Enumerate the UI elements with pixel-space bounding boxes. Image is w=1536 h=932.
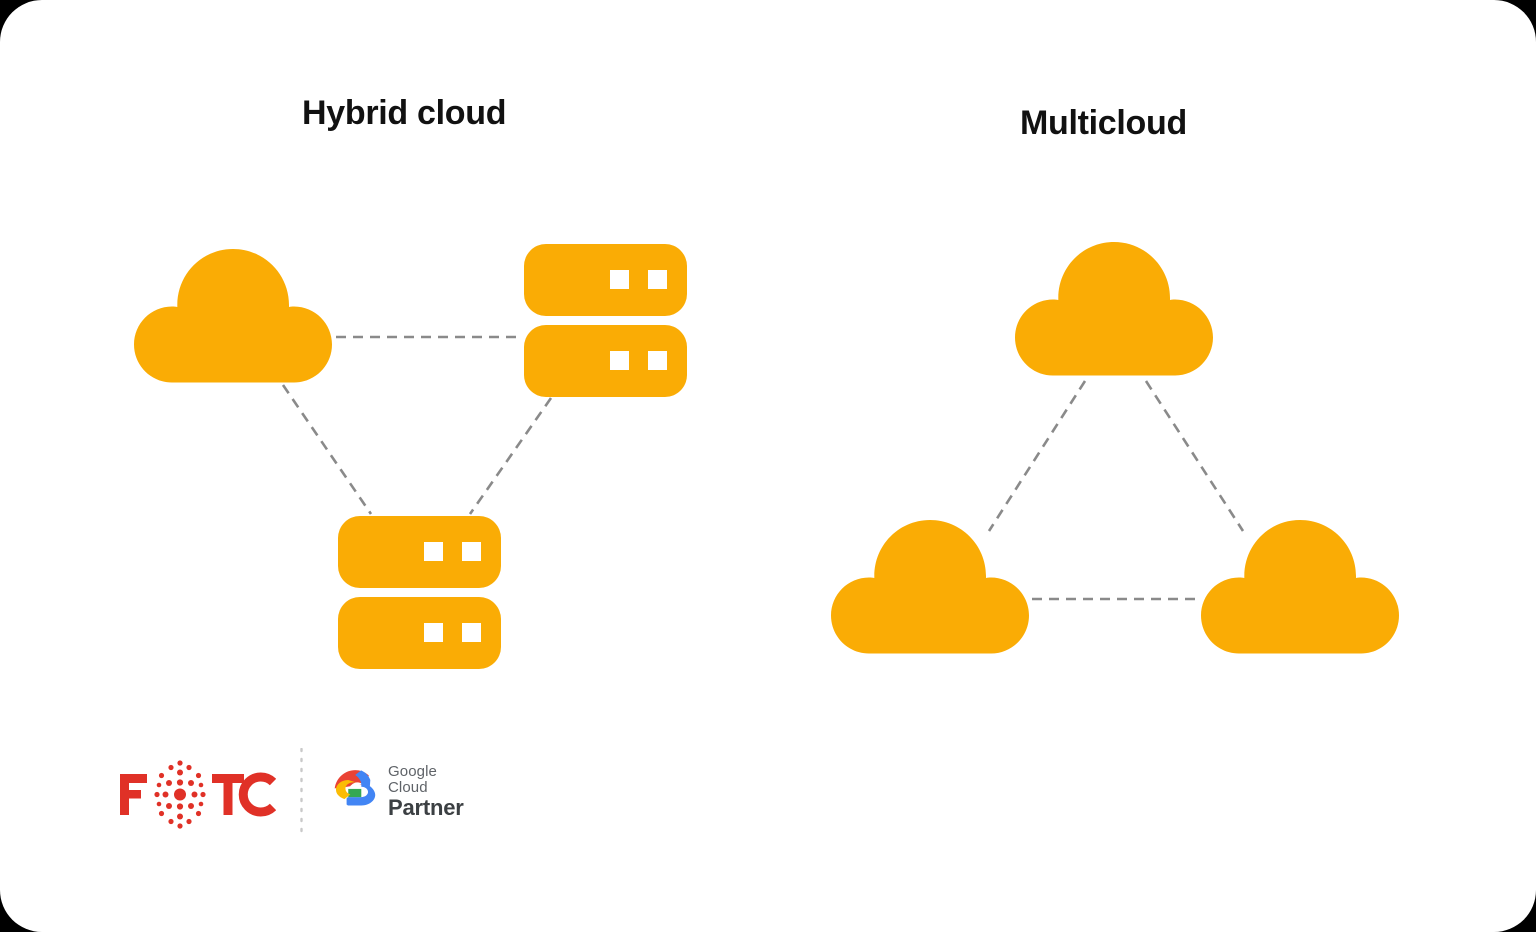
server-led-indicator: [424, 623, 443, 642]
server-icon-hybrid-top-1: [524, 244, 687, 316]
server-icon-hybrid-bottom-2: [338, 597, 501, 669]
panel-title-hybrid-cloud: Hybrid cloud: [302, 94, 507, 132]
connector-server-top-to-server-bottom: [468, 397, 553, 515]
google-cloud-icon: [334, 770, 376, 812]
partner-label: Partner: [388, 794, 464, 820]
server-led-indicator: [462, 623, 481, 642]
logo-divider: [300, 748, 303, 838]
cloud-icon-hybrid-private: [133, 247, 333, 387]
panel-title-multicloud: Multicloud: [1020, 104, 1187, 142]
connector-cloud-top-to-cloud-bottom-right: [1144, 380, 1245, 532]
google-cloud-label: Google Cloud: [388, 763, 437, 796]
server-led-indicator: [610, 351, 629, 370]
connector-cloud-top-to-cloud-bottom-left: [987, 380, 1087, 532]
server-led-indicator: [424, 542, 443, 561]
fotc-logo: [118, 754, 276, 832]
server-led-indicator: [648, 270, 667, 289]
server-led-indicator: [462, 542, 481, 561]
cloud-icon-multicloud-top: [1014, 240, 1214, 380]
server-icon-hybrid-bottom-1: [338, 516, 501, 588]
google-cloud-partner-text: Google Cloud Partner: [388, 764, 464, 819]
cloud-icon-multicloud-bottom-right: [1200, 518, 1400, 658]
server-icon-hybrid-top-2: [524, 325, 687, 397]
connector-cloud-to-server-bottom: [281, 384, 373, 515]
server-led-indicator: [610, 270, 629, 289]
server-led-indicator: [648, 351, 667, 370]
cloud-icon-multicloud-bottom-left: [830, 518, 1030, 658]
google-cloud-partner-logo: Google Cloud Partner: [334, 764, 464, 819]
